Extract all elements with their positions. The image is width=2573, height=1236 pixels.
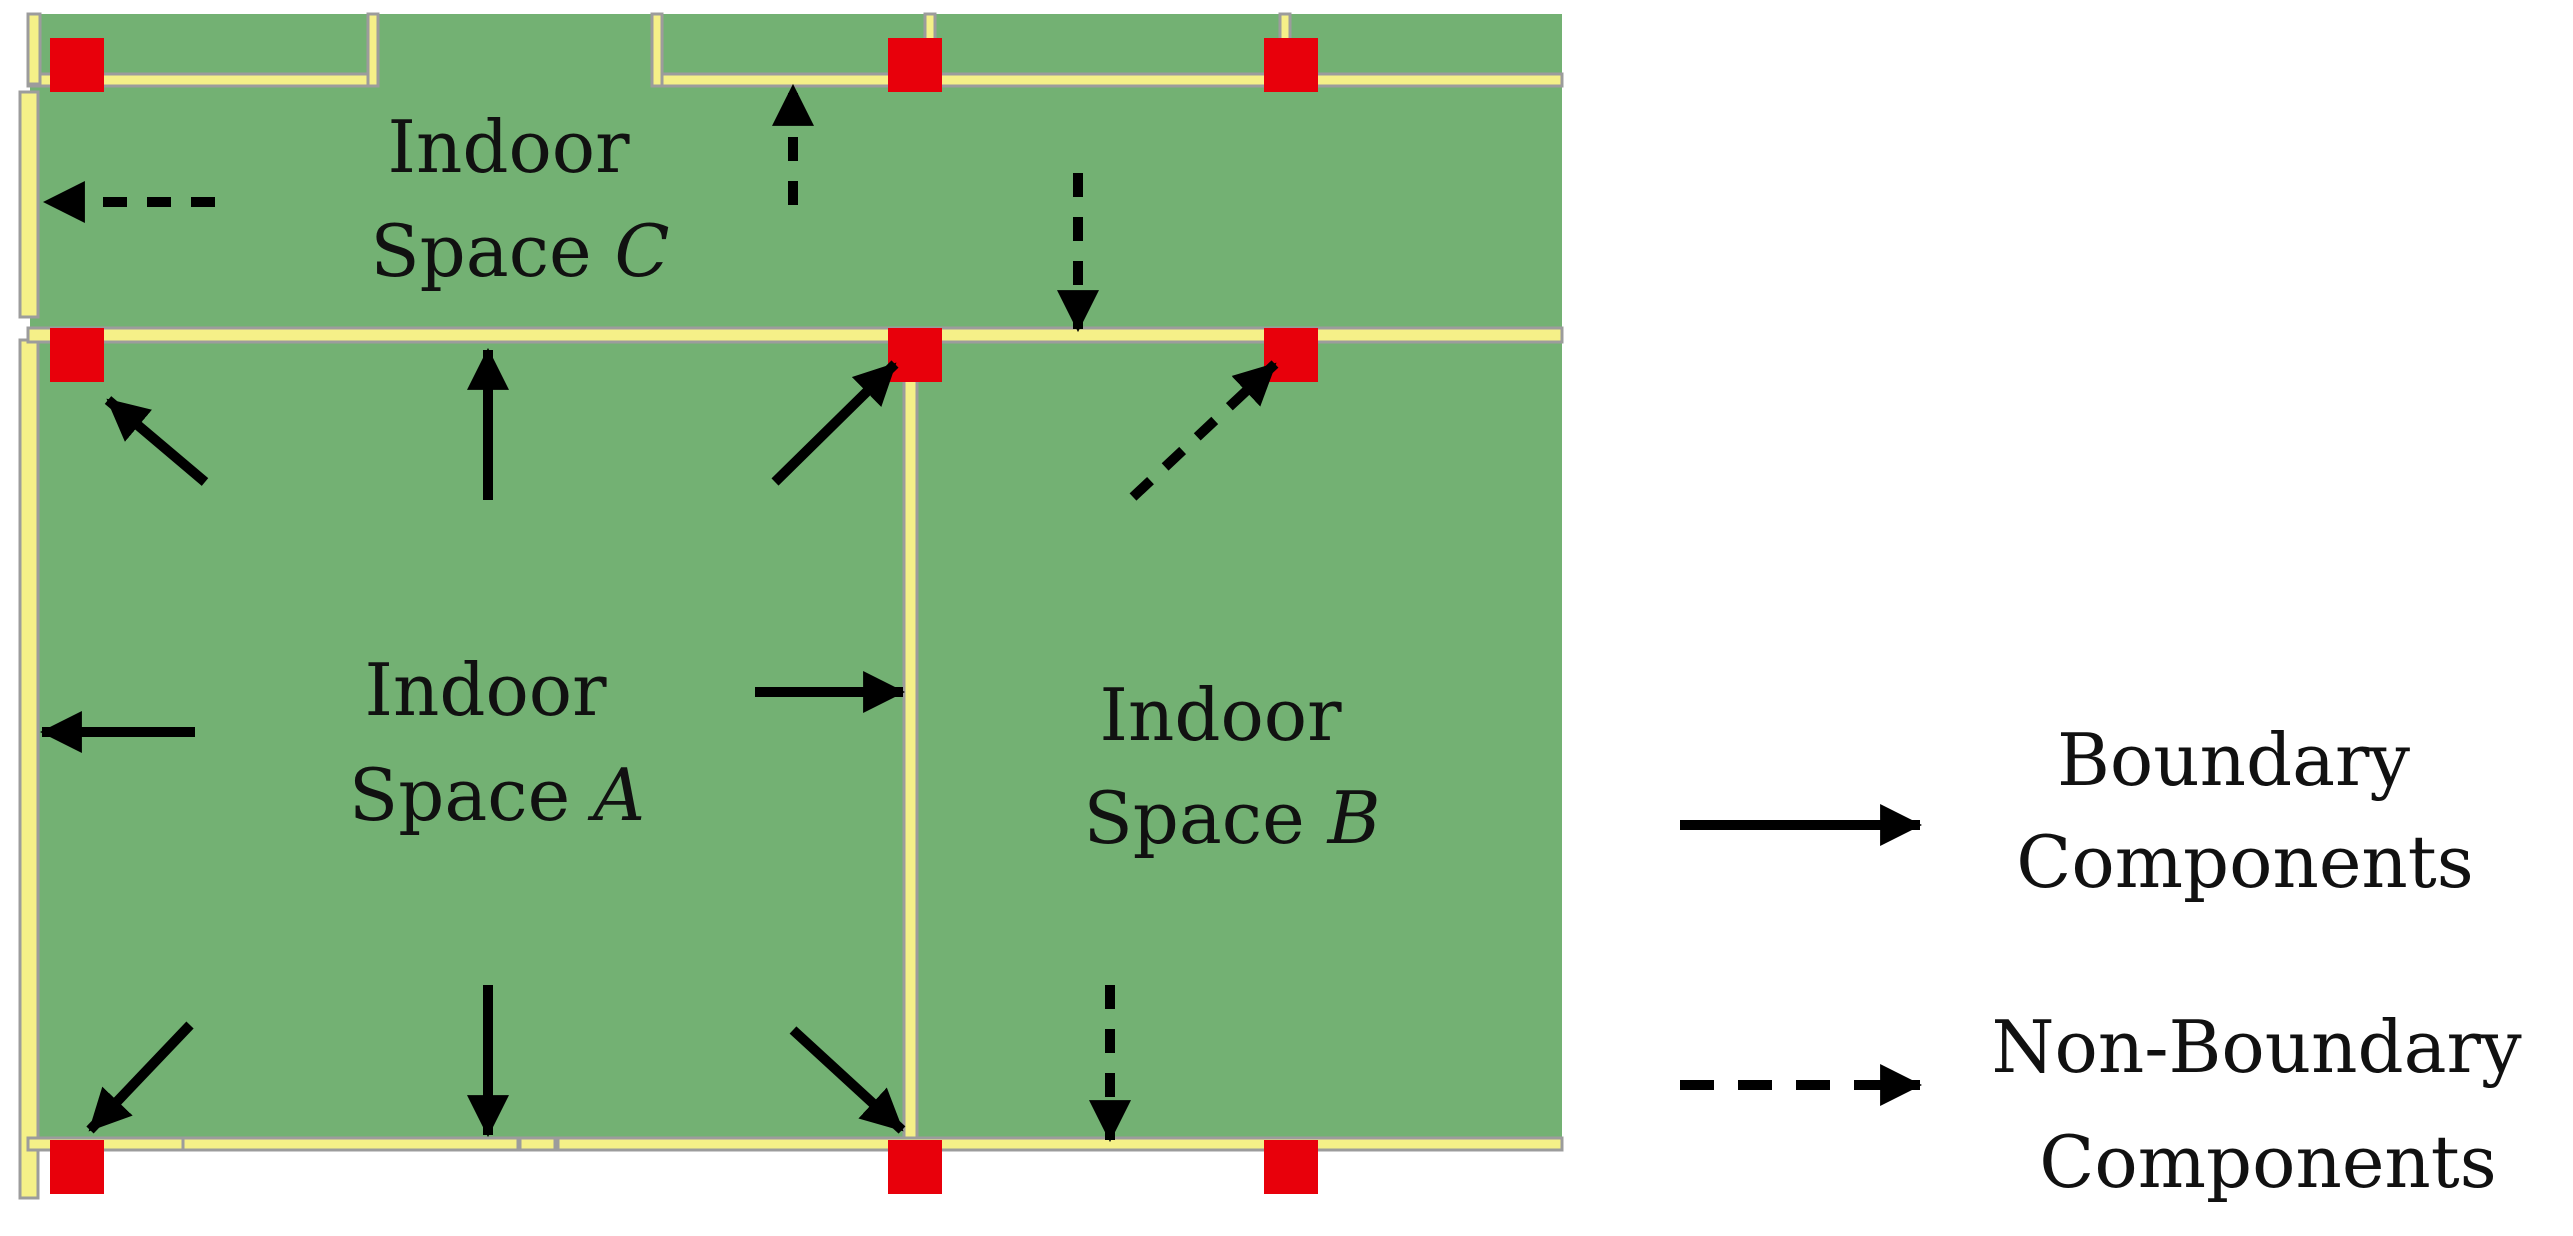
wall-bottom-4 xyxy=(556,1136,1564,1152)
label-space-b-line1: Indoor xyxy=(1100,673,1343,757)
space-labels: Indoor Space C Indoor Space A Indoor Spa… xyxy=(349,105,1381,860)
legend-boundary-line2: Components xyxy=(2016,820,2473,904)
wall-top-right xyxy=(653,72,1564,88)
non-boundary-arrows xyxy=(42,83,1279,1143)
arrow-a-up-right xyxy=(771,360,899,486)
label-space-a-line2: Space A xyxy=(349,753,645,837)
wall-bottom-3 xyxy=(518,1136,557,1152)
label-space-a-line1: Indoor xyxy=(365,648,608,732)
node-mid-2 xyxy=(888,328,942,382)
legend-boundary-line1: Boundary xyxy=(2057,718,2410,802)
arrow-a-down-right xyxy=(789,1026,906,1134)
label-space-a: Indoor Space A xyxy=(349,648,645,837)
label-space-c-line1: Indoor xyxy=(388,105,631,189)
arrow-b-up-right xyxy=(1129,360,1279,501)
wall-left-a xyxy=(18,338,40,1200)
label-space-b-line2: Space B xyxy=(1083,776,1380,860)
label-space-b-letter: B xyxy=(1326,776,1381,860)
door-jamb-1 xyxy=(366,12,380,88)
node-mid-1 xyxy=(50,328,104,382)
wall-partition-ab xyxy=(902,338,919,1142)
legend-non-boundary-label: Non-Boundary Components xyxy=(1991,1005,2544,1204)
arrow-a-down-left xyxy=(86,1021,194,1134)
label-space-c-line2: Space C xyxy=(370,209,669,293)
node-top-3 xyxy=(1264,38,1318,92)
label-space-a-letter: A xyxy=(587,753,645,837)
label-space-c-letter: C xyxy=(615,209,670,293)
legend: Boundary Components Non-Boundary Compone… xyxy=(1680,718,2544,1204)
nodes xyxy=(50,38,1318,1194)
node-bottom-3 xyxy=(1264,1140,1318,1194)
label-space-c-prefix: Space xyxy=(370,209,614,293)
node-mid-3 xyxy=(1264,328,1318,382)
label-space-b-prefix: Space xyxy=(1083,776,1327,860)
wall-left-top xyxy=(26,12,42,86)
label-space-c: Indoor Space C xyxy=(370,105,669,293)
door-jamb-2 xyxy=(650,12,664,88)
boundary-arrows xyxy=(39,347,906,1138)
wall-left-c xyxy=(18,90,40,319)
legend-boundary-label: Boundary Components xyxy=(2016,718,2473,904)
arrow-a-up-left xyxy=(104,396,209,486)
node-top-2 xyxy=(888,38,942,92)
node-top-1 xyxy=(50,38,104,92)
legend-non-boundary-line2: Components xyxy=(2039,1120,2496,1204)
node-bottom-2 xyxy=(888,1140,942,1194)
label-space-b: Indoor Space B xyxy=(1083,673,1380,860)
label-space-a-prefix: Space xyxy=(349,753,593,837)
wall-bottom-2 xyxy=(181,1136,520,1152)
wall-middle xyxy=(26,326,1564,344)
legend-non-boundary-line1: Non-Boundary xyxy=(1991,1005,2521,1089)
node-bottom-1 xyxy=(50,1140,104,1194)
